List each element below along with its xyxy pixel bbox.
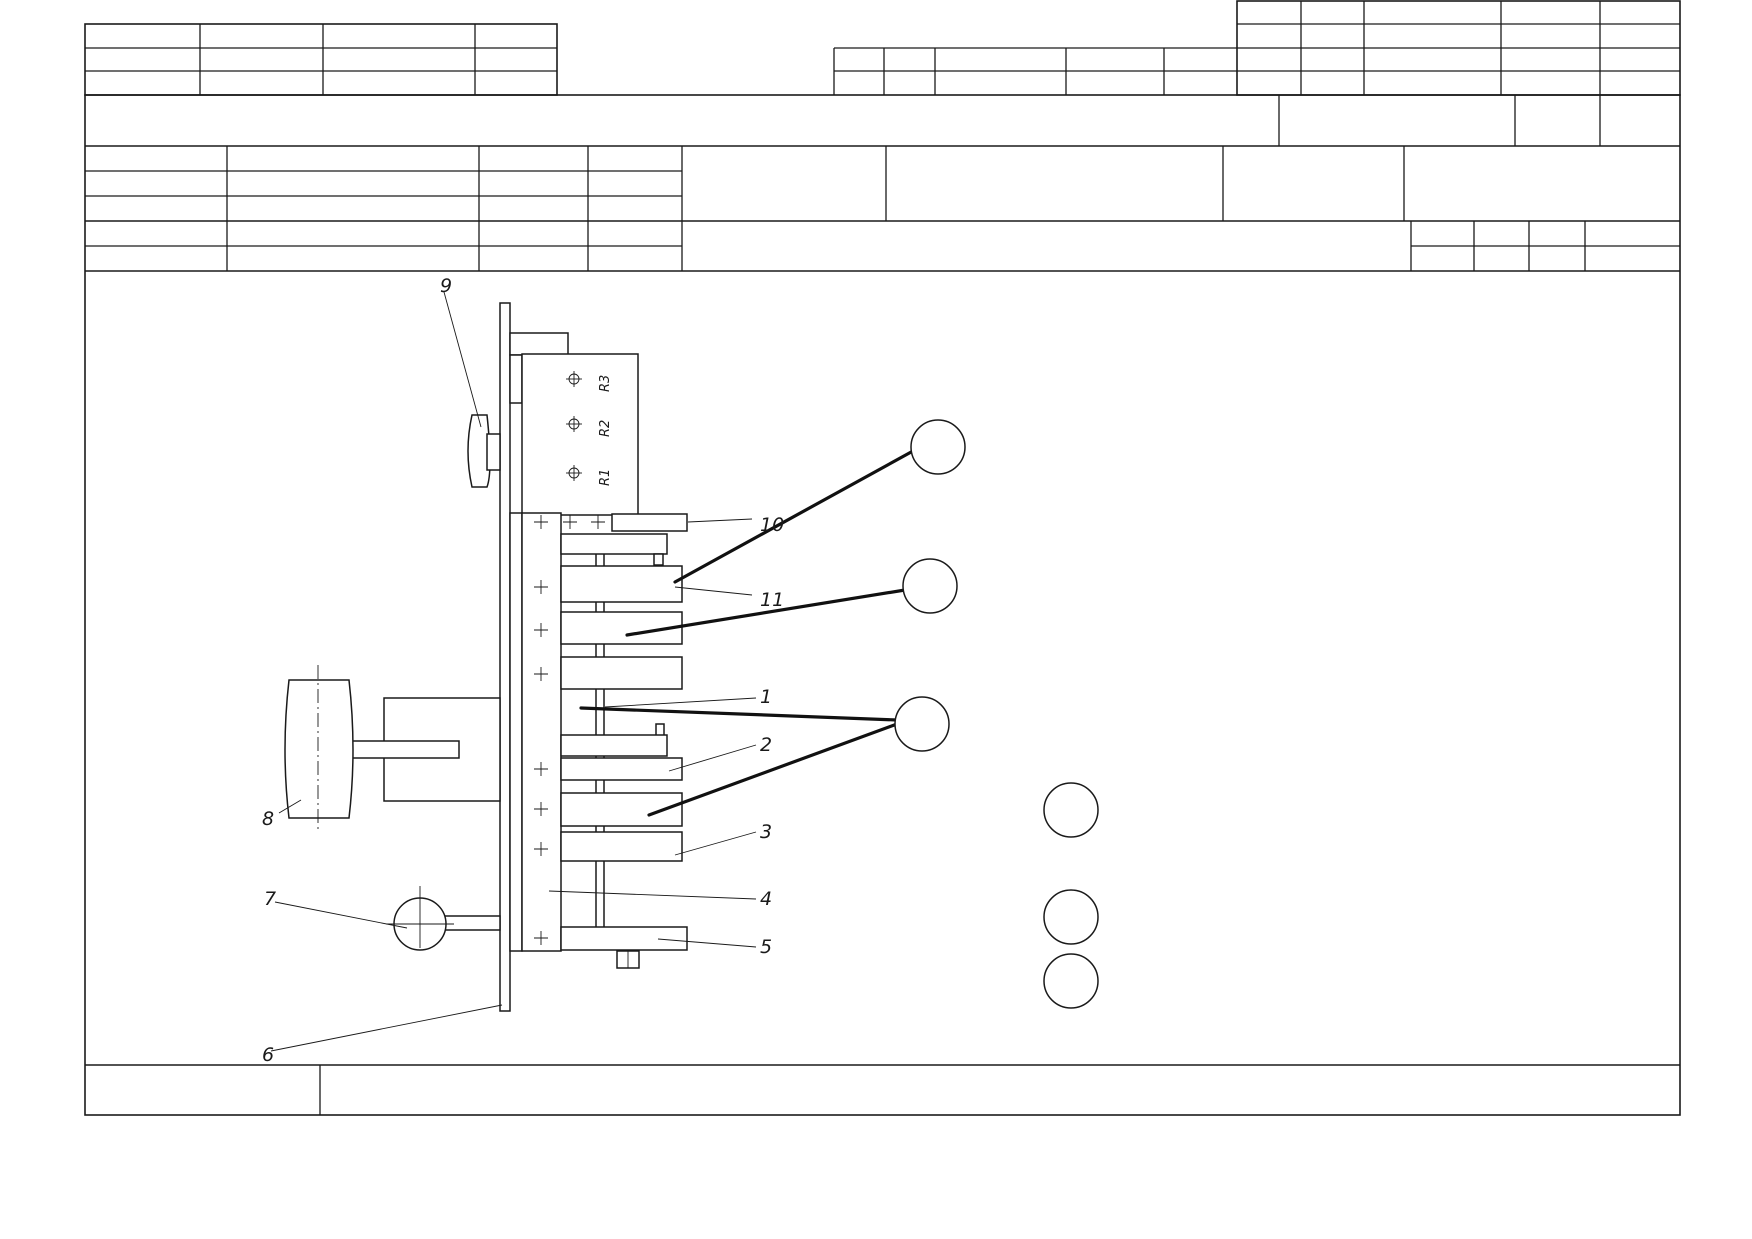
handwheel bbox=[284, 679, 354, 819]
contact-plate-3 bbox=[560, 831, 683, 862]
base-plate bbox=[509, 512, 523, 952]
callout-6: 6 bbox=[262, 1044, 274, 1066]
mechanism-drawing: R3 R2 R1 bbox=[262, 275, 1099, 1066]
contact-strip-2-top bbox=[560, 734, 668, 757]
top-contact-bar bbox=[611, 513, 688, 532]
callout-2: 2 bbox=[760, 734, 772, 756]
resistor-terminal-r1 bbox=[566, 465, 582, 481]
resistor-block bbox=[521, 353, 639, 516]
callout-8: 8 bbox=[262, 808, 274, 830]
terminal-circle-1 bbox=[910, 419, 966, 475]
screw-marks bbox=[534, 515, 605, 945]
terminal-circle-2 bbox=[902, 558, 958, 614]
contact-plate-11 bbox=[560, 565, 683, 603]
terminal-circle-5 bbox=[1043, 889, 1099, 945]
top-bracket bbox=[509, 332, 569, 356]
terminal-circle-4 bbox=[1043, 782, 1099, 838]
leader-lines bbox=[270, 291, 757, 1052]
bracket-post bbox=[509, 354, 523, 404]
terminal-circle-6 bbox=[1043, 953, 1099, 1009]
lever-rod bbox=[437, 915, 501, 931]
form-grid bbox=[84, 0, 1681, 1116]
contact-plate-b bbox=[560, 656, 683, 690]
callout-3: 3 bbox=[760, 821, 772, 843]
resistor-terminal-r2 bbox=[566, 416, 582, 432]
mounting-plate bbox=[499, 302, 511, 1012]
resistor-label-r1: R1 bbox=[598, 469, 613, 486]
callout-9: 9 bbox=[440, 275, 452, 297]
lower-bolt bbox=[655, 723, 665, 737]
bottom-contact-bar bbox=[560, 926, 688, 951]
callout-7: 7 bbox=[264, 888, 276, 910]
wire-top bbox=[673, 449, 915, 584]
callout-11: 11 bbox=[760, 589, 784, 611]
callout-labels: 9 10 11 1 2 3 4 5 6 7 8 bbox=[262, 275, 784, 1066]
resistor-label-r2: R2 bbox=[598, 420, 613, 437]
upper-contact-strip bbox=[560, 533, 668, 555]
insulating-board bbox=[521, 512, 562, 952]
motor-coupling bbox=[351, 740, 460, 759]
terminal-circle-3 bbox=[894, 696, 950, 752]
resistor-terminal-r3 bbox=[566, 371, 582, 387]
knob-stem bbox=[486, 433, 501, 471]
callout-5: 5 bbox=[760, 936, 772, 958]
wire-third bbox=[579, 706, 899, 722]
contact-plate-2 bbox=[560, 757, 683, 781]
upper-bolt bbox=[653, 553, 664, 566]
callout-4: 4 bbox=[760, 888, 772, 910]
wire-second bbox=[625, 588, 907, 637]
callout-10: 10 bbox=[760, 514, 784, 536]
callout-1: 1 bbox=[760, 686, 772, 708]
wire-fourth bbox=[647, 722, 899, 817]
resistor-label-r3: R3 bbox=[598, 375, 613, 392]
